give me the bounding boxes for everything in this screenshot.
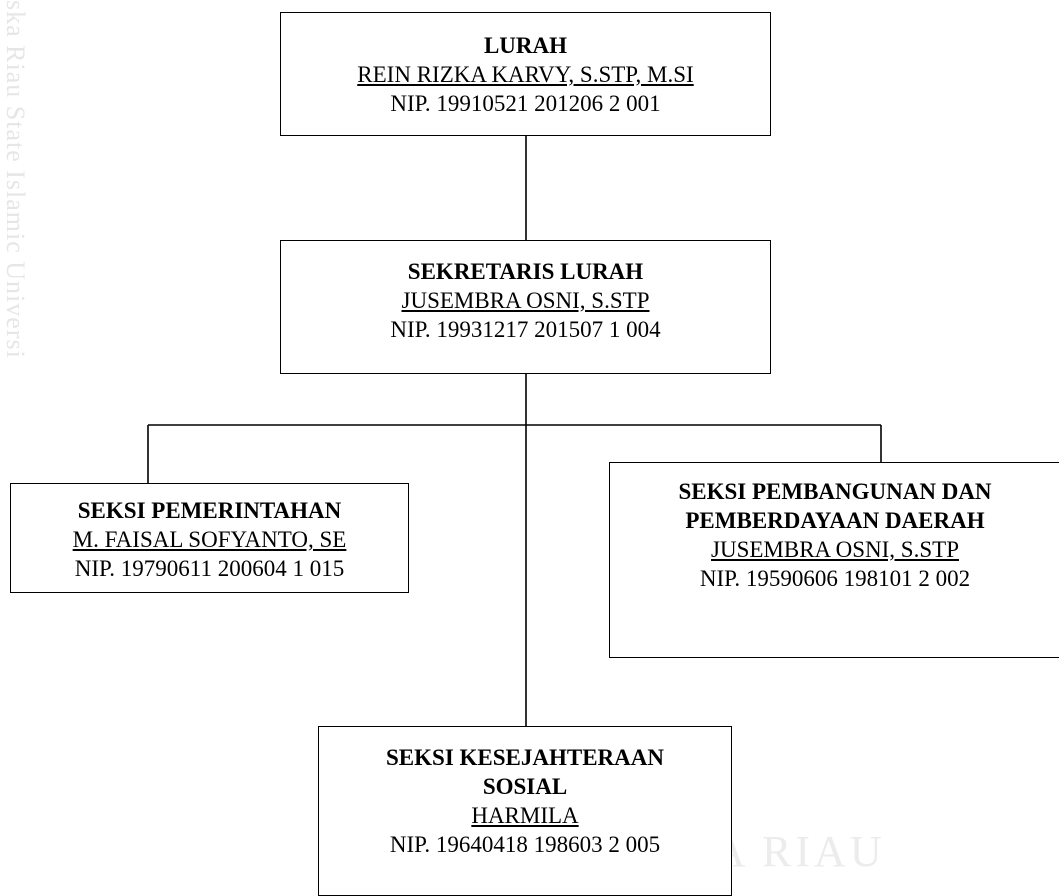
node-title-line2: SOSIAL	[482, 774, 568, 799]
node-nip: NIP. 19640418 198603 2 005	[389, 832, 661, 857]
node-title-line1: SEKSI KESEJAHTERAAN	[386, 745, 664, 770]
node-name: M. FAISAL SOFYANTO, SE	[72, 527, 347, 552]
node-title-line2: PEMBERDAYAAN DAERAH	[685, 508, 985, 533]
node-seksi-pembangunan: SEKSI PEMBANGUNAN DAN PEMBERDAYAAN DAERA…	[609, 462, 1059, 658]
node-sekretaris-lurah: SEKRETARIS LURAH JUSEMBRA OSNI, S.STP NI…	[280, 240, 771, 374]
node-title: SEKRETARIS LURAH	[407, 259, 644, 284]
node-name: JUSEMBRA OSNI, S.STP	[711, 537, 959, 562]
node-seksi-kesejahteraan: SEKSI KESEJAHTERAAN SOSIAL HARMILA NIP. …	[318, 726, 732, 896]
node-seksi-pemerintahan: SEKSI PEMERINTAHAN M. FAISAL SOFYANTO, S…	[10, 483, 409, 593]
node-nip: NIP. 19931217 201507 1 004	[390, 317, 661, 342]
node-title: SEKSI PEMERINTAHAN	[77, 498, 342, 523]
node-name: REIN RIZKA KARVY, S.STP, M.SI	[357, 62, 694, 87]
node-nip: NIP. 19790611 200604 1 015	[74, 556, 345, 581]
node-title-line1: SEKSI PEMBANGUNAN DAN	[678, 479, 992, 504]
node-name: HARMILA	[471, 803, 579, 828]
node-title: LURAH	[483, 33, 568, 58]
node-lurah: LURAH REIN RIZKA KARVY, S.STP, M.SI NIP.…	[280, 12, 771, 136]
node-nip: NIP. 19590606 198101 2 002	[699, 566, 971, 591]
node-name: JUSEMBRA OSNI, S.STP	[401, 288, 650, 313]
node-nip: NIP. 19910521 201206 2 001	[390, 91, 661, 116]
